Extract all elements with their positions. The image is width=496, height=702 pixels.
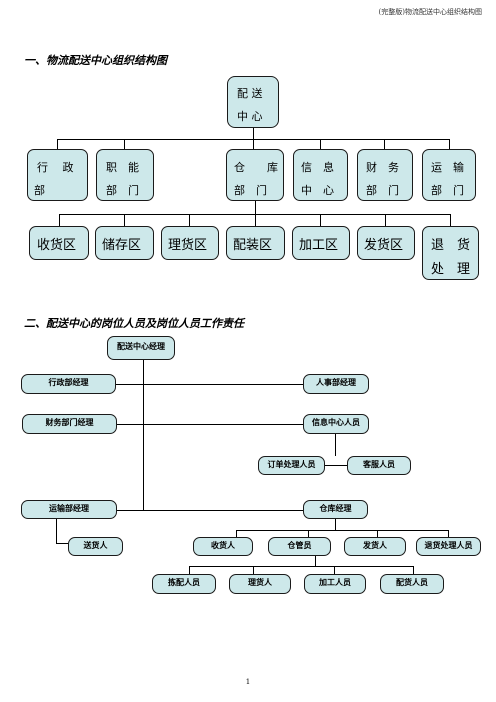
connector-line [59,214,60,226]
area-node-label: 发货区 [364,238,404,253]
dept-node-warehouse: 仓 库 部 门 [226,149,284,201]
root-node-line-2: 中 心 [237,110,263,123]
node-loader: 配货人员 [380,574,444,594]
area-node-label: 理货区 [168,238,208,253]
node-receiver: 收货人 [193,537,253,556]
area-node-label: 收货区 [37,238,77,253]
dept-node-line-1: 职 能 [106,161,139,174]
dept-node-line-2: 部 门 [234,184,267,197]
connector-line [236,530,237,537]
section-1-title: 一、物流配送中心组织结构图 [24,54,167,67]
connector-line [413,566,414,574]
connector-line [56,543,69,544]
dept-node-line-2: 部 门 [431,184,464,197]
connector-line [449,139,450,149]
connector-line [116,384,304,385]
dept-node-line-1: 财 务 [366,161,399,174]
connector-line [56,519,57,543]
node-processing-staff: 加工人员 [304,574,366,594]
dept-node-functional: 职 能 部 门 [96,149,154,201]
root-node-line-1: 配 送 [237,87,263,100]
node-picker: 拣配人员 [152,574,216,594]
connector-line [124,214,125,226]
connector-line [384,139,385,149]
node-warehouse-manager: 仓库经理 [303,500,368,519]
connector-line [255,214,256,226]
connector-line [308,530,309,537]
connector-line [335,519,336,531]
area-node-processing: 加工区 [292,226,350,260]
dept-node-transport: 运 输 部 门 [422,149,476,201]
connector-line [334,566,335,574]
connector-line [385,214,386,226]
dept-node-line-2: 中 心 [301,184,334,197]
node-warehouse-keeper: 仓管员 [268,537,331,556]
connector-line [57,139,58,149]
node-center-manager: 配送中心经理 [107,336,175,360]
page-number: 1 [245,678,251,686]
area-node-label: 退 货 处 理 [431,238,471,277]
connector-line [253,128,254,140]
node-returns-handler: 退货处理人员 [416,537,481,556]
dept-node-line-1: 仓 库 [234,161,278,174]
node-delivery-person: 送货人 [68,537,123,556]
connector-line [117,510,304,511]
connector-line [325,465,347,466]
connector-line [253,566,254,574]
area-node-returns: 退 货 处 理 [422,226,479,280]
connector-line [236,530,449,531]
node-shipper: 发货人 [344,537,406,556]
connector-line [189,214,190,226]
root-node-distribution-center: 配 送 中 心 [227,76,279,128]
area-node-storage: 储存区 [95,226,154,260]
dept-node-line-1: 信 息 [301,161,334,174]
connector-line [189,566,414,567]
connector-line [117,424,304,425]
dept-node-admin: 行 政 部 [27,149,88,201]
area-node-shipping: 发货区 [357,226,415,260]
section-2-title: 二、配送中心的岗位人员及岗位人员工作责任 [24,317,244,330]
node-finance-manager: 财务部门经理 [22,414,117,434]
connector-line [448,530,449,537]
dept-node-line-1: 运 输 [431,161,464,174]
node-admin-manager: 行政部经理 [21,374,116,394]
node-customer-service-staff: 客服人员 [347,456,411,475]
area-node-receiving: 收货区 [29,226,89,260]
node-info-center-staff: 信息中心人员 [303,414,369,434]
dept-node-line-2: 部 门 [106,184,139,197]
connector-line [335,432,336,456]
node-hr-manager: 人事部经理 [303,374,369,394]
connector-line [450,214,451,226]
connector-line [320,139,321,149]
document-header-note: (完整版)物流配送中心组织结构图 [378,8,482,16]
node-order-processing-staff: 订单处理人员 [258,456,325,475]
area-node-label: 配装区 [233,238,273,253]
connector-line [315,550,316,566]
node-transport-manager: 运输部经理 [21,500,117,519]
node-sorter: 理货人 [229,574,291,594]
dept-node-line-2: 部 [34,184,45,197]
area-node-sorting: 理货区 [161,226,219,260]
connector-line [320,214,321,226]
area-node-label: 储存区 [102,238,142,253]
area-node-loading: 配装区 [226,226,285,260]
dept-node-line-1: 行 政 [37,161,74,174]
connector-line [253,139,254,149]
connector-line [143,360,144,511]
connector-line [189,566,190,574]
dept-node-finance: 财 务 部 门 [357,149,413,201]
connector-line [377,530,378,537]
dept-node-line-2: 部 门 [366,184,399,197]
connector-line [255,201,256,215]
connector-line [124,139,125,149]
area-node-label: 加工区 [299,238,339,253]
dept-node-information: 信 息 中 心 [293,149,348,201]
